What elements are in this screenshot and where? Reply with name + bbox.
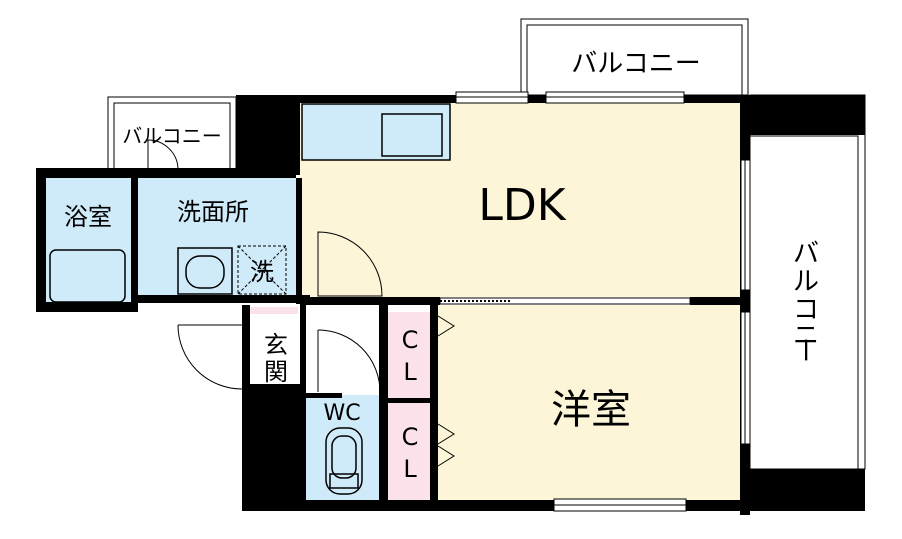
balcony-small: バルコニー bbox=[107, 96, 237, 168]
genkan-step bbox=[250, 307, 298, 314]
room-washroom-label: 洗面所 bbox=[177, 198, 249, 226]
room-entrance-label-1: 玄 bbox=[264, 331, 288, 359]
closet-2-label-top: C bbox=[402, 423, 419, 451]
balcony-top: バルコニー bbox=[520, 18, 749, 96]
toilet bbox=[325, 427, 363, 495]
windows bbox=[455, 91, 751, 512]
doors bbox=[147, 139, 455, 467]
closet-1-label-top: C bbox=[402, 326, 419, 354]
room-bath-label: 浴室 bbox=[64, 203, 112, 231]
room-entrance-label-2: 関 bbox=[264, 358, 288, 386]
closet-1-floor bbox=[388, 312, 430, 398]
bathtub bbox=[49, 249, 126, 303]
room-ldk-label: LDK bbox=[478, 180, 566, 231]
room-wc-label: WC bbox=[323, 401, 360, 426]
sliding-door bbox=[439, 297, 691, 305]
wash-basin bbox=[177, 247, 233, 295]
balcony-small-label: バルコニー bbox=[122, 124, 222, 148]
entrance-floor bbox=[250, 314, 300, 384]
balcony-right-char-1: バ bbox=[793, 239, 819, 269]
room-western-label: 洋室 bbox=[551, 387, 631, 433]
balcony-right-char-5: ー bbox=[789, 337, 819, 363]
closet-2-floor bbox=[388, 403, 430, 500]
hall-floor bbox=[306, 305, 386, 393]
closet-2-label-bottom: L bbox=[403, 455, 417, 483]
kitchen-counter bbox=[301, 103, 451, 161]
balcony-right: バ ル コ ニ ー bbox=[749, 94, 866, 470]
balcony-right-char-4: ニ bbox=[793, 321, 819, 351]
closet-1-label-bottom: L bbox=[403, 358, 417, 386]
western-floor bbox=[438, 305, 740, 500]
balcony-right-char-2: ル bbox=[793, 267, 819, 297]
walls bbox=[36, 95, 865, 515]
washer-label: 洗 bbox=[250, 258, 274, 286]
balcony-top-label: バルコニー bbox=[571, 49, 700, 79]
washer-space bbox=[237, 245, 287, 295]
balcony-right-char-3: コ bbox=[793, 295, 819, 325]
